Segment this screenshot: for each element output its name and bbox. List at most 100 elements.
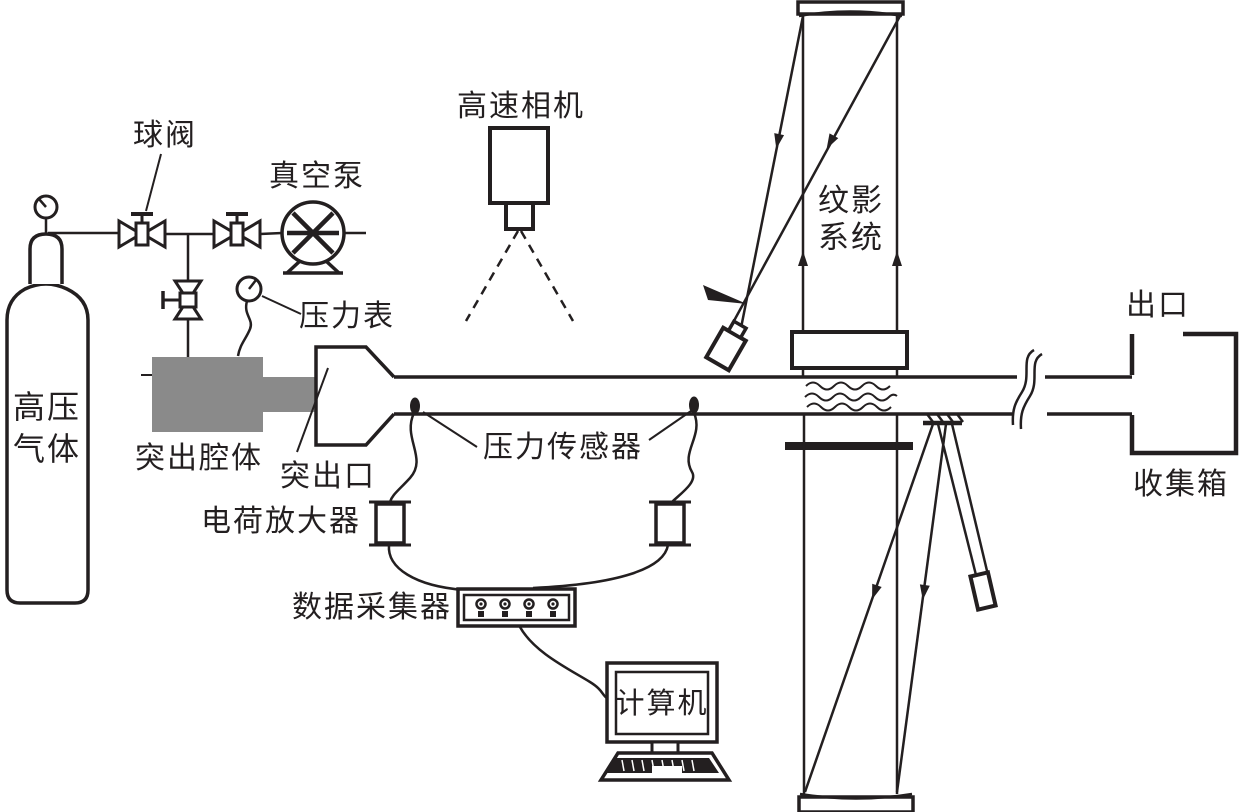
collection-box-label: 收集箱: [1133, 467, 1229, 502]
pressure-sensor-1: [410, 397, 420, 415]
gas-cylinder-neck: [28, 232, 64, 284]
charge-amplifier-label: 电荷放大器: [201, 504, 361, 539]
outburst-chamber-body: [152, 357, 263, 432]
computer: 计算机: [597, 661, 733, 782]
pump-stand-right-leg: [324, 259, 341, 275]
pipe-valve2-to-pump: [259, 231, 283, 236]
schlieren-bottom-mirror: [797, 795, 915, 812]
camera-body: [488, 126, 550, 205]
ball-valve-label: 球阀: [133, 118, 197, 153]
daq-port-2: [499, 598, 511, 617]
outburst-port-label: 突出口: [280, 459, 376, 494]
key-divider: [621, 759, 625, 772]
beam-arrow-up-right: [892, 251, 902, 266]
signal-cables: [387, 412, 698, 700]
bottom-mirror-curve: [799, 792, 913, 800]
light-source-lamp: [703, 318, 749, 373]
sensor-pointer-line-right: [648, 410, 692, 441]
tube-break-curve-1: [1011, 348, 1035, 426]
outburst-port-pointer-line: [296, 367, 329, 453]
charge-amplifier-right: [654, 502, 686, 545]
valve2-left-triangle: [212, 218, 239, 250]
chamber-pressure-gauge: 压力表: [235, 275, 395, 357]
valve2-stem-block: [229, 221, 245, 247]
cable-sensor2-to-amp: [671, 412, 698, 503]
camera-fov-right: [519, 230, 575, 322]
collection-box-outline: [1129, 331, 1239, 456]
beam-diagonal-to-mirror-left: [803, 423, 935, 793]
cable-daq-to-computer: [518, 626, 608, 700]
gas-cylinder-label-line1: 高压: [13, 388, 81, 426]
key-divider: [691, 759, 695, 772]
slit-hatch-2: [936, 413, 944, 423]
cylinder-gauge-needle: [38, 198, 47, 208]
lamp-neck: [726, 318, 749, 341]
pressure-gauge-label: 压力表: [299, 299, 395, 334]
beam-arrow-diag-right: [826, 133, 839, 149]
outburst-chamber-barrel: [263, 377, 315, 412]
camera-lens: [504, 201, 535, 231]
data-acquisition-unit: 数据采集器: [292, 587, 577, 628]
beam-arrow-lower-left: [872, 583, 882, 600]
camera-fov-left: [464, 230, 520, 322]
test-section: [785, 330, 913, 450]
pressure-gauge-lead: [236, 300, 253, 357]
ball-valve-1: 球阀: [117, 118, 197, 250]
gas-cylinder: 高压 气体: [5, 194, 90, 605]
key-divider: [641, 759, 645, 772]
cable-sensor1-to-amp: [388, 412, 418, 503]
valve2-right-triangle: [235, 218, 262, 250]
vent-valve-top-triangle: [172, 279, 204, 304]
sensor-pointer-line-left: [422, 411, 478, 448]
schlieren-window-frame: [790, 330, 909, 370]
vacuum-pump-label: 真空泵: [269, 159, 365, 194]
beam-arrow-lower-right: [919, 584, 930, 600]
valve1-right-triangle: [140, 218, 167, 250]
pressure-sensor-2: [689, 396, 699, 414]
knife-edge-wedge: [703, 285, 747, 304]
pressure-gauge-pointer-line: [261, 295, 302, 315]
nozzle-outline: [314, 345, 396, 447]
vent-valve-bottom-triangle: [172, 296, 204, 321]
beam-diagonal-left: [739, 15, 805, 329]
charge-amplifiers: 电荷放大器: [201, 500, 691, 547]
schlieren-label-line2: 系统: [818, 220, 884, 256]
daq-port-4: [547, 598, 559, 617]
beam-diagonal-right: [727, 15, 902, 331]
outburst-port-nozzle: 突出口: [280, 345, 396, 494]
cable-amp-right-to-daq: [532, 544, 670, 590]
computer-label: 计算机: [615, 686, 708, 720]
gas-cylinder-body: [5, 282, 90, 605]
pressure-sensor-label: 压力传感器: [483, 430, 643, 465]
tube-break-curve-2: [1019, 352, 1043, 430]
outburst-chamber: 突出腔体: [135, 357, 315, 476]
detector-body: [968, 570, 998, 612]
charge-amplifier-left: [374, 502, 406, 545]
schlieren-detector: [968, 570, 998, 612]
high-speed-camera: 高速相机: [457, 89, 585, 322]
slit-hatch-3: [946, 413, 954, 423]
outlet-label: 出口: [1126, 288, 1190, 323]
daq-port-1: [475, 598, 487, 617]
pressure-sensors: 压力传感器: [410, 396, 699, 465]
shock-tube: [394, 348, 1132, 430]
slit-hatch-1: [926, 413, 934, 423]
high-speed-camera-label: 高速相机: [457, 89, 585, 124]
schlieren-bottom-arm: [797, 413, 998, 812]
piping: [48, 231, 366, 357]
ball-valve-pointer-line: [145, 153, 162, 212]
beam-diagonal-to-mirror-right: [895, 423, 948, 793]
schlieren-label-line1: 纹影: [818, 183, 884, 219]
key-divider: [631, 759, 635, 772]
data-acquisition-label: 数据采集器: [292, 590, 452, 625]
test-section-lower-plate: [785, 442, 913, 450]
daq-port-3: [523, 598, 535, 617]
vacuum-pump: 真空泵: [269, 159, 365, 275]
beam-to-detector-right: [950, 423, 990, 576]
ball-valve-2: [212, 212, 262, 250]
pump-stand-left-leg: [285, 259, 302, 275]
valve1-left-triangle: [117, 218, 144, 250]
gas-cylinder-label-line2: 气体: [13, 430, 81, 468]
vent-valve-stem-block: [178, 291, 198, 309]
